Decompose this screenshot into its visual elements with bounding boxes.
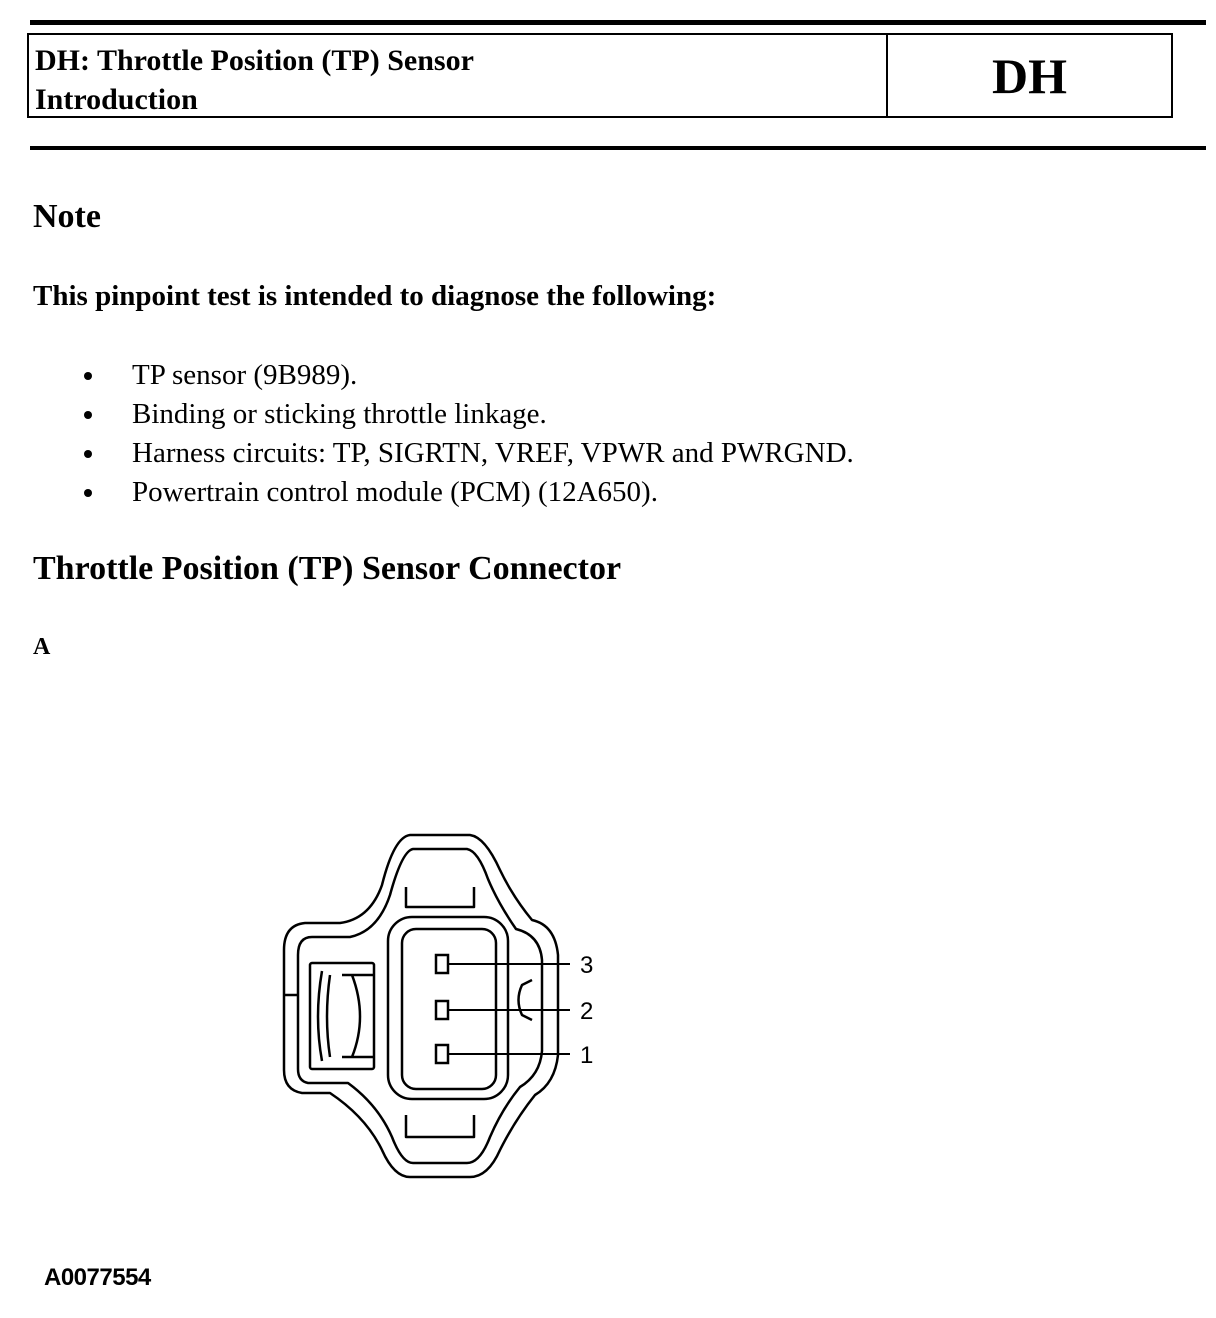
list-item-text: Harness circuits: TP, SIGRTN, VREF, VPWR… xyxy=(132,437,854,469)
pin-label-2: 2 xyxy=(580,998,593,1025)
top-rule xyxy=(30,20,1206,25)
bullet-icon xyxy=(84,410,92,419)
bullet-icon xyxy=(84,449,92,458)
header-box: DH: Throttle Position (TP) Sensor Introd… xyxy=(27,33,1173,118)
connector-latch-top xyxy=(404,887,476,909)
header-title: DH: Throttle Position (TP) Sensor Introd… xyxy=(29,35,888,116)
pin-label-3: 3 xyxy=(580,952,593,979)
bullet-icon xyxy=(84,371,92,380)
connector-cavity-outer xyxy=(386,915,510,1101)
list-item-text: Powertrain control module (PCM) (12A650)… xyxy=(132,476,658,508)
list-item: Powertrain control module (PCM) (12A650)… xyxy=(80,473,854,512)
connector-lock-detail xyxy=(316,970,374,1062)
pin-2-terminal xyxy=(434,999,450,1021)
connector-housing-outer xyxy=(282,833,560,1179)
connector-housing-inner xyxy=(296,847,544,1165)
pin-1-terminal xyxy=(434,1043,450,1065)
connector-key-right xyxy=(517,978,533,1022)
connector-latch-bottom xyxy=(404,1115,476,1139)
header-code: DH xyxy=(992,47,1067,104)
bullet-icon xyxy=(84,488,92,497)
list-item-text: Binding or sticking throttle linkage. xyxy=(132,398,547,430)
list-item: TP sensor (9B989). xyxy=(80,356,854,395)
note-heading: Note xyxy=(33,198,101,235)
pin-label-1: 1 xyxy=(580,1042,593,1069)
list-item: Harness circuits: TP, SIGRTN, VREF, VPWR… xyxy=(80,434,854,473)
header-title-line2: Introduction xyxy=(35,83,198,116)
note-intro: This pinpoint test is intended to diagno… xyxy=(33,280,717,312)
list-item-text: TP sensor (9B989). xyxy=(132,359,358,391)
connector-lock-left xyxy=(308,961,376,1071)
header-bottom-rule xyxy=(30,146,1206,150)
connector-diagram: 3 2 1 xyxy=(282,833,593,1179)
list-item: Binding or sticking throttle linkage. xyxy=(80,395,854,434)
connector-heading: Throttle Position (TP) Sensor Connector xyxy=(33,550,622,587)
pin-3-terminal xyxy=(434,953,450,975)
diagnose-list: TP sensor (9B989). Binding or sticking t… xyxy=(80,356,854,512)
header-title-line1: DH: Throttle Position (TP) Sensor xyxy=(35,44,474,77)
view-label: A xyxy=(33,634,51,660)
figure-id: A0077554 xyxy=(44,1264,151,1291)
